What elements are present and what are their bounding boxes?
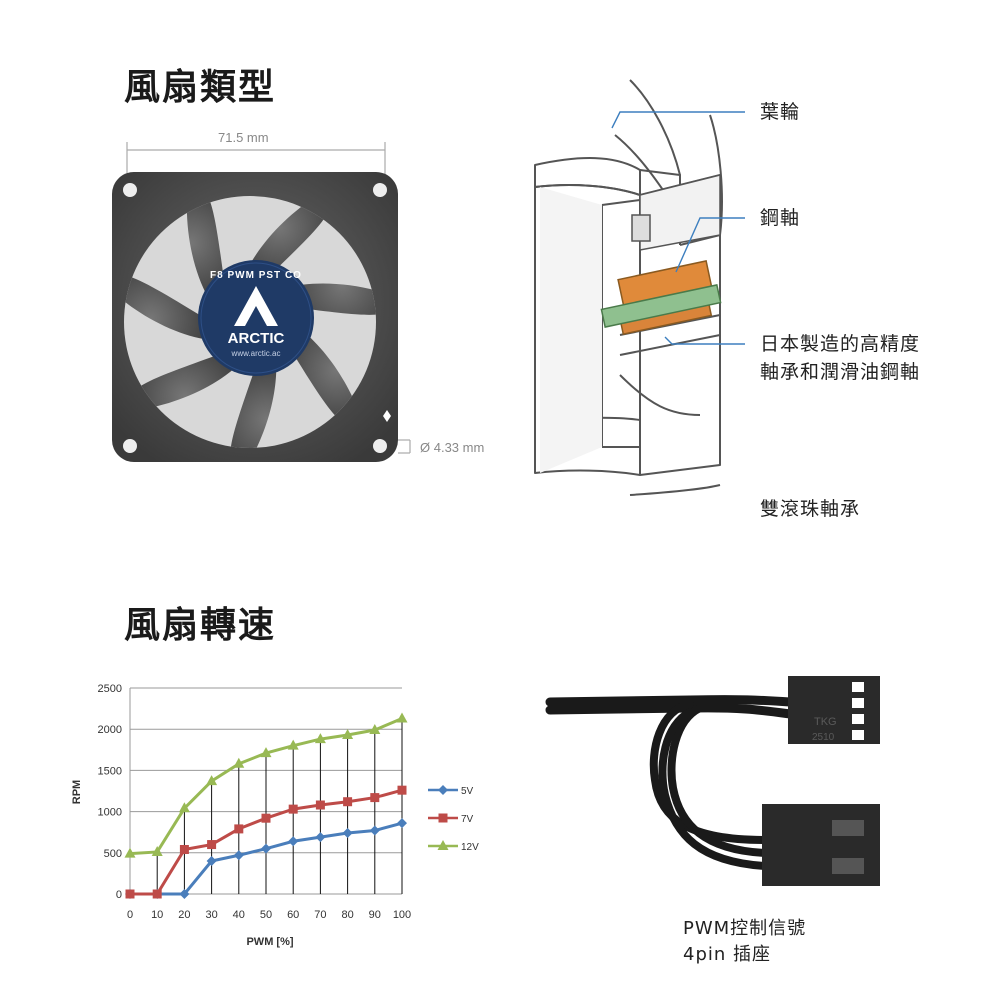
y-tick-label: 500 [104,848,122,860]
data-point [315,800,325,810]
x-tick-label: 80 [341,909,353,921]
chart-y-axis-label: RPM [71,780,83,804]
data-point [179,845,189,855]
data-point [370,793,380,803]
data-point [287,739,299,750]
connector-print-1: TKG [814,716,837,728]
section-title-fan-type: 風扇類型 [124,67,277,108]
arctic-logo-icon [234,286,278,326]
callout-steel-shaft: 鋼軸 [760,207,801,229]
y-tick-label: 2000 [98,724,122,736]
connector-pin [852,698,864,708]
mounting-hole [373,439,387,453]
data-point [315,832,326,843]
connector-print-2: 2510 [812,732,835,743]
data-point [369,825,380,836]
x-tick-label: 100 [393,909,411,921]
connector-label-line1: PWM控制信號 [683,918,807,939]
chart-y-tick-labels: 0 500 1000 1500 2000 2500 [98,683,122,901]
data-point [288,804,298,814]
mounting-hole [123,183,137,197]
data-point [396,712,408,723]
data-point [261,813,271,823]
data-point [233,850,244,861]
x-tick-label: 60 [287,909,299,921]
x-tick-label: 10 [151,909,163,921]
y-tick-label: 0 [116,889,122,901]
data-point [397,785,407,795]
data-point [151,845,163,856]
data-point [288,836,299,847]
data-point [206,856,217,867]
x-tick-label: 20 [178,909,190,921]
connector-pin [852,730,864,740]
chart-drop-lines [156,718,403,894]
data-point [261,843,271,854]
x-tick-label: 40 [233,909,245,921]
y-tick-label: 1500 [98,765,122,777]
data-point [234,824,244,834]
mounting-hole [373,183,387,197]
connector-socket-slot [832,820,864,836]
x-tick-label: 30 [205,909,217,921]
legend-label: 7V [461,814,474,825]
fan-blades [124,196,376,448]
callout-impeller: 葉輪 [760,101,801,123]
bearing-type-caption: 雙滾珠軸承 [760,498,861,520]
legend-label: 12V [461,842,479,853]
steel-shaft [600,284,722,328]
chart-series [124,712,408,899]
chart-legend: 5V 7V 12V [428,785,479,853]
data-point [260,747,272,758]
hub-text-top: F8 PWM PST CO [210,270,302,281]
data-point [207,840,217,850]
data-point [233,757,245,768]
data-point [178,802,190,813]
hub-url: www.arctic.ac [231,349,281,358]
legend-label: 5V [461,786,474,797]
data-point [437,840,449,850]
fan-product-image [112,142,411,462]
rpm-chart: 0 500 1000 1500 2000 2500 0 10 20 30 40 50 60 70 80 90… [71,683,479,948]
data-point [152,889,162,899]
hole-diameter-label: Ø 4.33 mm [420,440,485,455]
data-point [124,847,136,858]
section-title-fan-speed: 風扇轉速 [124,605,277,646]
bearing-cutaway-illustration [534,79,723,496]
connector-top-housing [788,676,880,744]
chart-x-tick-labels: 0 10 20 30 40 50 60 70 80 90 100 [127,909,411,921]
data-point [125,889,135,899]
callout-bearing-line1: 日本製造的高精度 [760,333,921,355]
x-tick-label: 90 [369,909,381,921]
data-point [369,724,381,735]
connector-socket-slot [832,858,864,874]
x-tick-label: 0 [127,909,133,921]
hub-brand: ARCTIC [227,330,285,347]
data-point [342,828,353,839]
callout-bearing-line2: 軸承和潤滑油鋼軸 [760,361,921,383]
y-tick-label: 2500 [98,683,122,695]
connector-pin [852,682,864,692]
connector-label-line2: 4pin 插座 [683,944,772,965]
data-point [314,733,326,744]
mounting-hole [123,439,137,453]
x-tick-label: 70 [314,909,326,921]
y-tick-label: 1000 [98,807,122,819]
fan-width-label: 71.5 mm [218,130,269,145]
data-point [438,813,448,823]
chart-x-axis-label: PWM [%] [246,936,293,948]
data-point [342,728,354,739]
connector-pin [852,714,864,724]
data-point [397,818,407,829]
data-point [179,889,190,899]
x-tick-label: 50 [260,909,272,921]
data-point [343,797,353,807]
pwm-connector-image: TKG 2510 [545,676,880,886]
data-point [206,775,218,786]
data-point [438,785,448,795]
